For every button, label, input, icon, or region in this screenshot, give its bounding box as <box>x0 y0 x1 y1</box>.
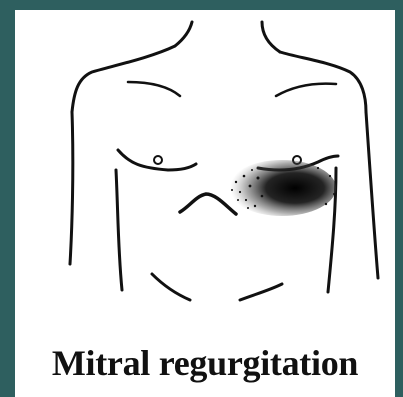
neck-left-outline <box>175 22 192 46</box>
diagram-caption: Mitral regurgitation <box>15 338 395 388</box>
subcostal-curve <box>180 194 236 214</box>
right-shoulder-outline <box>280 52 366 112</box>
neck-right-outline <box>262 22 280 52</box>
left-pectoral-line <box>118 150 196 170</box>
murmur-radiation-area <box>228 160 336 216</box>
left-shoulder-outline <box>72 46 175 112</box>
left-clavicle <box>128 82 180 96</box>
abdomen-right-line <box>240 284 282 300</box>
right-clavicle <box>276 84 336 96</box>
left-nipple <box>154 156 162 164</box>
abdomen-left-line <box>152 274 190 300</box>
left-torso-side <box>116 170 122 290</box>
right-arm-line <box>366 112 378 278</box>
left-arm-line <box>70 112 73 264</box>
